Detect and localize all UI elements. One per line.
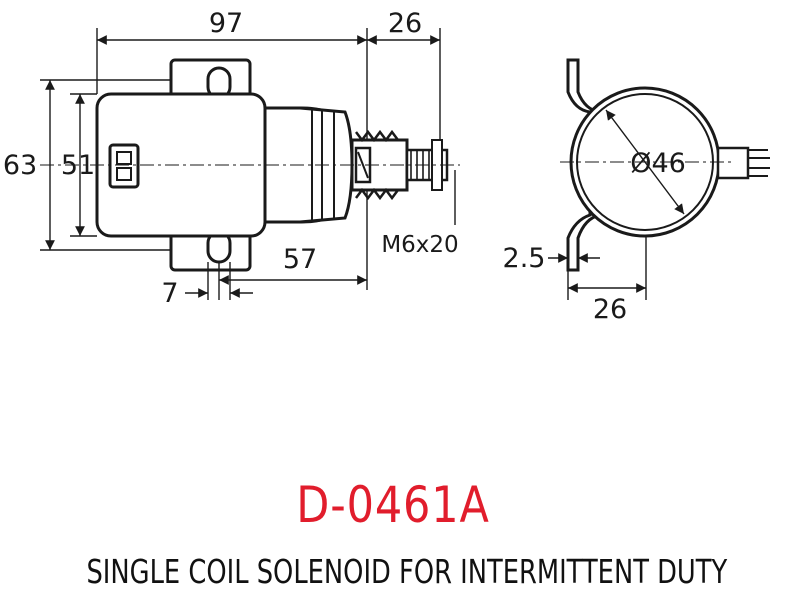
side-view-dimensions	[40, 28, 456, 300]
connector-pin-1	[116, 151, 132, 165]
connector-pin-2	[116, 167, 132, 181]
dim-overall-length: 97	[209, 8, 243, 39]
dim-bracket-depth: 26	[593, 294, 627, 325]
side-view	[40, 58, 460, 272]
product-description: SINGLE COIL SOLENOID FOR INTERMITTENT DU…	[86, 552, 728, 591]
end-view-dimensions	[548, 109, 685, 300]
dim-body-height: 51	[61, 150, 95, 181]
dim-diameter: Ø46	[630, 148, 686, 179]
dim-mount-to-end: 57	[283, 244, 317, 275]
return-spring	[355, 129, 399, 201]
dim-flange-offset: 7	[161, 278, 178, 309]
dim-plunger-travel: 26	[388, 8, 422, 39]
dim-thread: M6x20	[381, 232, 458, 258]
end-connector	[716, 146, 750, 180]
dim-overall-height: 63	[3, 150, 37, 181]
model-code: D-0461A	[296, 476, 490, 534]
dim-bracket-thickness: 2.5	[503, 243, 546, 274]
